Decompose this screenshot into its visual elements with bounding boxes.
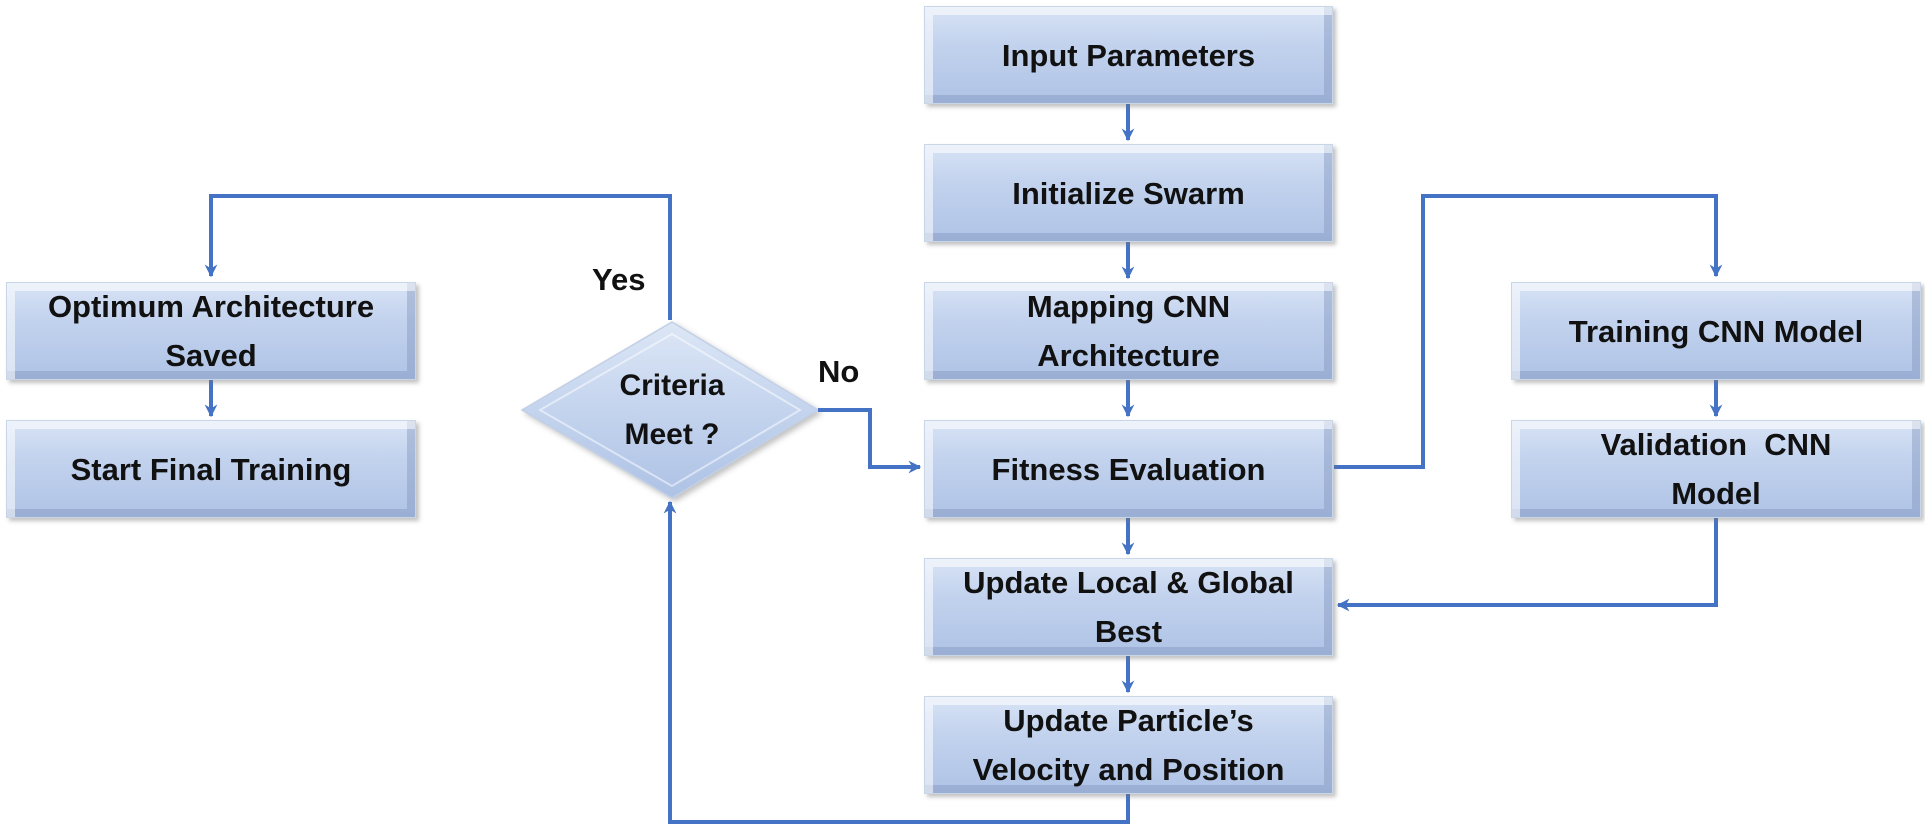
validation-cnn-model-label: Validation CNN Model <box>1600 427 1841 511</box>
initialize-swarm-box: Initialize Swarm <box>924 144 1333 242</box>
arrow-criteria-yes-to-optimum <box>204 194 672 320</box>
fitness-evaluation-label: Fitness Evaluation <box>991 451 1266 487</box>
input-parameters-box: Input Parameters <box>924 6 1333 104</box>
update-local-global-best-label: Update Local & Global Best <box>963 565 1294 649</box>
mapping-cnn-architecture-box: Mapping CNN Architecture <box>924 282 1333 380</box>
no-label: No <box>818 354 860 389</box>
update-particle-velocity-position-box: Update Particle’s Velocity and Position <box>924 696 1333 794</box>
validation-cnn-model-box: Validation CNN Model <box>1511 420 1921 518</box>
arrow-criteria-no-to-fitness <box>818 408 922 474</box>
arrow-validation-to-update-best <box>1336 518 1718 612</box>
optimum-architecture-saved-label: Optimum Architecture Saved <box>47 289 375 373</box>
start-final-training-box: Start Final Training <box>6 420 416 518</box>
criteria-meet-diamond <box>520 321 820 499</box>
yes-label: Yes <box>592 262 646 297</box>
input-parameters-label: Input Parameters <box>1001 37 1256 73</box>
training-cnn-model-box: Training CNN Model <box>1511 282 1921 380</box>
arrow-update-particle-to-criteria <box>663 500 1130 824</box>
optimum-architecture-saved-box: Optimum Architecture Saved <box>6 282 416 380</box>
initialize-swarm-label: Initialize Swarm <box>1012 175 1245 211</box>
update-local-global-best-box: Update Local & Global Best <box>924 558 1333 656</box>
start-final-training-label: Start Final Training <box>70 451 352 487</box>
mapping-cnn-architecture-label: Mapping CNN Architecture <box>1026 289 1231 373</box>
fitness-evaluation-box: Fitness Evaluation <box>924 420 1333 518</box>
training-cnn-model-label: Training CNN Model <box>1568 313 1864 349</box>
criteria-meet-text: Criteria Meet ? <box>619 369 725 451</box>
update-particle-velocity-position-label: Update Particle’s Velocity and Position <box>972 703 1285 787</box>
arrow-fitness-to-training <box>1334 194 1723 469</box>
criteria-meet-label: Criteria Meet ? <box>527 355 817 465</box>
